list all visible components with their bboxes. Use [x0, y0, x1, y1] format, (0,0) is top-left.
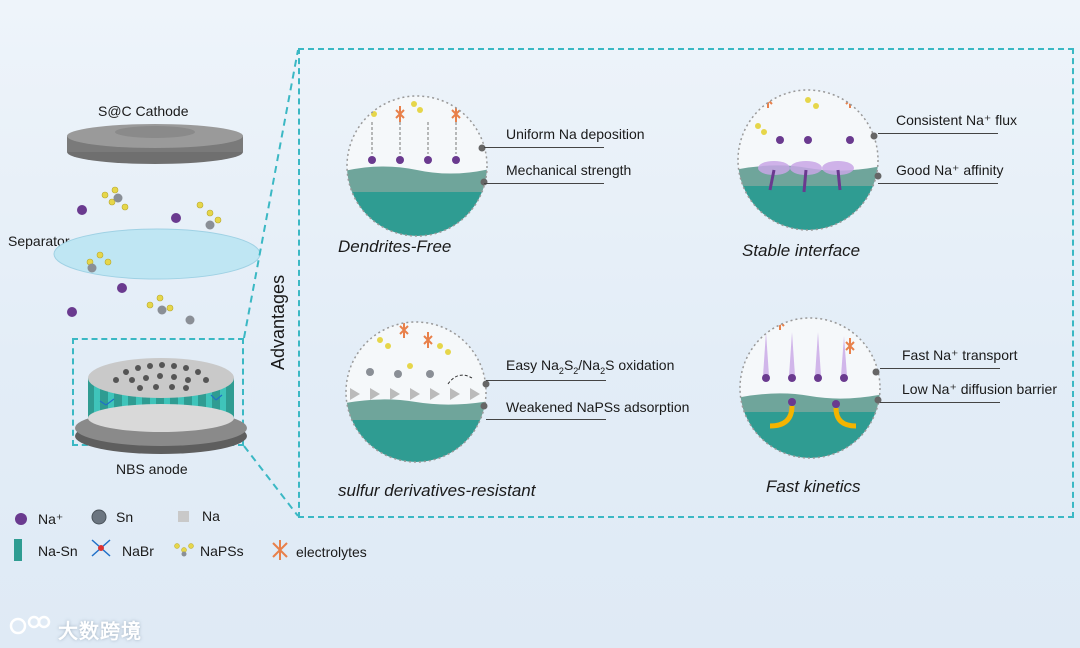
pointer-line	[486, 380, 606, 381]
watermark-text: 大数跨境	[58, 619, 142, 643]
legend-na-sn: Na-Sn	[38, 543, 78, 559]
advantages-label: Advantages	[268, 274, 288, 370]
sn-icon	[91, 509, 107, 525]
pointer-line	[880, 402, 1000, 403]
note-easy-oxidation: Easy Na2S2/Na2S oxidation	[506, 357, 675, 376]
legend-sn: Sn	[116, 509, 134, 525]
note-mechanical-strength: Mechanical strength	[506, 162, 632, 178]
fast-kinetics-circle	[739, 317, 882, 459]
cathode-disc	[67, 124, 243, 164]
na-sn-icon	[14, 539, 22, 561]
nabr-icon	[91, 539, 111, 557]
pointer-line	[484, 147, 604, 148]
electrolytes-icon	[272, 540, 288, 560]
separator-label: Separator	[8, 233, 70, 249]
stable-interface-circle	[737, 89, 882, 231]
panel-title-stable-interface: Stable interface	[742, 241, 861, 260]
legend-napss: NaPSs	[200, 543, 244, 559]
dendrites-free-circle	[346, 95, 488, 237]
note-fast-na-transport: Fast Na⁺ transport	[902, 347, 1018, 363]
zoom-connector	[243, 49, 299, 517]
pointer-line	[486, 419, 606, 420]
pointer-line	[484, 183, 604, 184]
panel-title-sulfur-resistant: sulfur derivatives-resistant	[338, 481, 536, 500]
advantages-panel	[298, 48, 1074, 518]
note-good-na-affinity: Good Na⁺ affinity	[896, 162, 1004, 178]
watermark-logo-icon	[9, 615, 51, 635]
pointer-line	[878, 133, 998, 134]
na-square-icon	[178, 511, 189, 522]
panel-title-dendrites-free: Dendrites-Free	[338, 237, 452, 256]
sulfur-resistant-circle	[345, 321, 490, 463]
floating-species	[67, 186, 222, 325]
anode-label: NBS anode	[116, 461, 188, 477]
note-weakened-napss-adsorption: Weakened NaPSs adsorption	[506, 399, 690, 415]
pointer-line	[878, 183, 998, 184]
legend-electrolytes: electrolytes	[296, 544, 367, 560]
note-consistent-na-flux: Consistent Na⁺ flux	[896, 112, 1017, 128]
note-uniform-na-deposition: Uniform Na deposition	[506, 126, 645, 142]
legend-nabr: NaBr	[122, 543, 154, 559]
panel-title-fast-kinetics: Fast kinetics	[766, 477, 861, 496]
cathode-label: S@C Cathode	[98, 103, 189, 119]
na-plus-icon	[15, 513, 27, 525]
legend-na-plus: Na⁺	[38, 511, 64, 527]
pointer-line	[880, 368, 1000, 369]
legend-na: Na	[202, 508, 220, 524]
note-low-na-diffusion-barrier: Low Na⁺ diffusion barrier	[902, 381, 1057, 397]
anode-disc	[75, 358, 247, 454]
napss-icon	[174, 543, 194, 557]
